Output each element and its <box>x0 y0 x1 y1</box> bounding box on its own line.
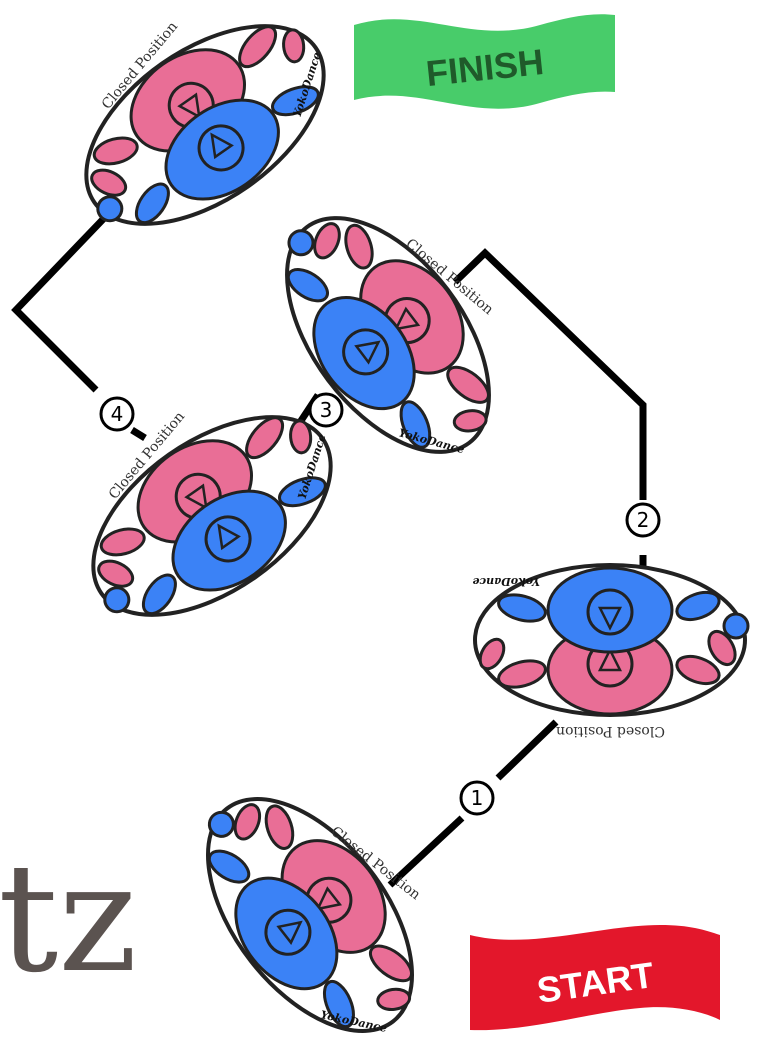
step-1-marker: 1 <box>459 780 495 816</box>
title-fragment: tz <box>0 832 137 1006</box>
start-flag: START <box>470 925 720 1031</box>
step-2-marker: 2 <box>625 502 661 538</box>
step-4-marker: 4 <box>99 396 135 432</box>
finish-flag: FINISH <box>354 14 615 109</box>
step-4-number: 4 <box>111 402 124 426</box>
step-2-number: 2 <box>637 508 650 532</box>
couple-1-brand: YokoDance <box>472 575 540 588</box>
step-3-number: 3 <box>320 398 333 422</box>
couple-start <box>163 758 455 1045</box>
step-1-number: 1 <box>471 786 484 810</box>
step-3-marker: 3 <box>308 392 344 428</box>
couple-1-label: Closed Position <box>556 723 665 739</box>
